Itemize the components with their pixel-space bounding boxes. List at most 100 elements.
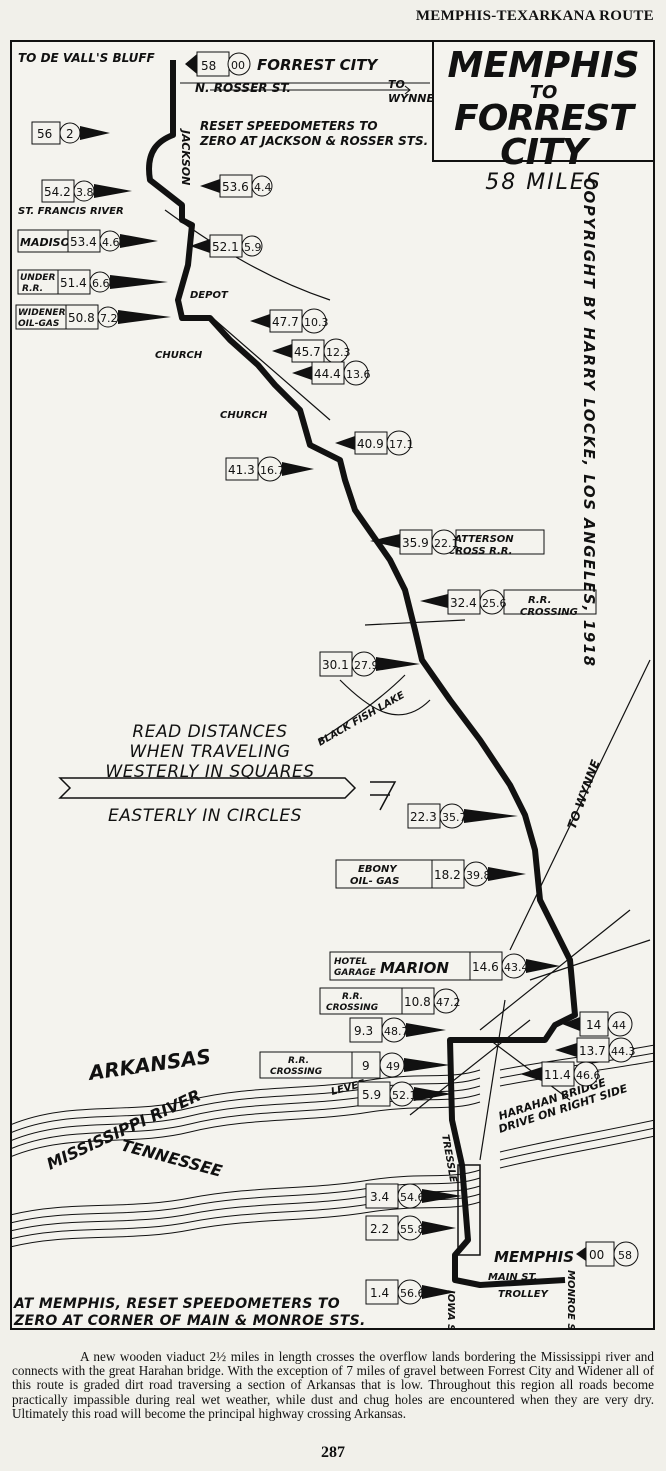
svg-text:45.7: 45.7 bbox=[294, 345, 321, 359]
svg-text:22.3: 22.3 bbox=[410, 810, 437, 824]
instructions: READ DISTANCES WHEN TRAVELING WESTERLY I… bbox=[80, 722, 340, 782]
svg-text:10.3: 10.3 bbox=[304, 316, 329, 329]
svg-text:CROSSING: CROSSING bbox=[270, 1067, 322, 1077]
svg-text:44: 44 bbox=[612, 1019, 626, 1032]
marker-53-6: 53.6 4.4 bbox=[200, 174, 273, 198]
svg-text:14.6: 14.6 bbox=[472, 960, 499, 974]
tennessee-label: TENNESSEE bbox=[119, 1136, 224, 1181]
marker-14: 14 44 bbox=[562, 1011, 633, 1037]
svg-text:1.4: 1.4 bbox=[370, 1286, 389, 1300]
instruction-line-3: WESTERLY IN SQUARES bbox=[105, 762, 315, 782]
mississippi-river bbox=[10, 1044, 655, 1248]
jackson-label: JACKSON bbox=[179, 128, 192, 185]
patterson-label-2: CROSS R.R. bbox=[448, 546, 512, 557]
svg-text:12.3: 12.3 bbox=[326, 346, 351, 359]
svg-text:7.2: 7.2 bbox=[100, 312, 118, 325]
svg-text:48.7: 48.7 bbox=[384, 1025, 409, 1038]
distance-markers: 58 00 FORREST CITY 56 2 54.2 3.8 53.6 4.… bbox=[15, 51, 639, 1305]
route-line bbox=[146, 60, 578, 1288]
marker-14-6-marion: HOTEL GARAGE MARION 14.6 43.4 bbox=[329, 951, 560, 981]
svg-text:4.6: 4.6 bbox=[102, 236, 120, 249]
marker-50-8-widener: WIDENER OIL-GAS 50.8 7.2 bbox=[15, 304, 171, 330]
svg-text:3.8: 3.8 bbox=[76, 186, 94, 199]
marker-56: 56 2 bbox=[31, 121, 110, 145]
description-paragraph: A new wooden viaduct 2½ miles in length … bbox=[12, 1349, 654, 1421]
svg-text:54.2: 54.2 bbox=[44, 185, 71, 199]
bottom-reset-note: AT MEMPHIS, RESET SPEEDOMETERS TO ZERO A… bbox=[14, 1296, 366, 1330]
svg-text:46.6: 46.6 bbox=[576, 1069, 601, 1082]
marker-30-1: 30.1 27.9 bbox=[319, 651, 420, 677]
title-box: MEMPHIS TO FORREST CITY 58 MILES bbox=[432, 40, 655, 195]
marker-54-2: 54.2 3.8 bbox=[41, 179, 132, 203]
marker-18-2-ebony: EBONY OIL- GAS 18.2 39.8 bbox=[335, 859, 526, 889]
svg-text:44.4: 44.4 bbox=[314, 367, 341, 381]
svg-text:WIDENER: WIDENER bbox=[18, 308, 66, 318]
iowa-st-label: IOWA ST. bbox=[445, 1290, 456, 1330]
svg-text:35.7: 35.7 bbox=[442, 811, 467, 824]
svg-text:9.3: 9.3 bbox=[354, 1024, 373, 1038]
marker-53-4-madison: MADISON 53.4 4.6 bbox=[17, 229, 158, 253]
title-forrest-city: FORREST CITY bbox=[454, 98, 634, 173]
church-label-1: CHURCH bbox=[155, 350, 203, 361]
svg-text:13.7: 13.7 bbox=[579, 1044, 606, 1058]
svg-text:R.R.: R.R. bbox=[342, 992, 363, 1002]
marker-45-7: 45.7 12.3 bbox=[272, 338, 351, 364]
svg-text:52.1: 52.1 bbox=[392, 1089, 417, 1102]
marker-58: 58 00 FORREST CITY bbox=[185, 51, 379, 77]
svg-text:30.1: 30.1 bbox=[322, 658, 349, 672]
marker-00-memphis: 00 58 bbox=[576, 1241, 639, 1267]
rr-crossing-label-2: CROSSING bbox=[520, 607, 578, 618]
marker-22-3: 22.3 35.7 bbox=[407, 803, 518, 829]
svg-text:55.8: 55.8 bbox=[400, 1223, 425, 1236]
svg-text:11.4: 11.4 bbox=[544, 1068, 571, 1082]
marker-40-9: 40.9 17.1 bbox=[335, 430, 414, 456]
svg-text:00: 00 bbox=[231, 59, 245, 72]
direction-arrow bbox=[58, 777, 397, 811]
marker-1-4: 1.4 56.6 bbox=[365, 1279, 456, 1305]
instruction-line-4: EASTERLY IN CIRCLES bbox=[108, 806, 302, 826]
svg-text:49: 49 bbox=[386, 1060, 400, 1073]
marker-47-7: 47.7 10.3 bbox=[250, 308, 329, 334]
svg-text:00: 00 bbox=[589, 1248, 604, 1262]
svg-text:56.6: 56.6 bbox=[400, 1287, 425, 1300]
svg-text:4.4: 4.4 bbox=[254, 181, 272, 194]
n-rosser-label: N. ROSSER ST. bbox=[195, 81, 291, 95]
bottom-note-line-2: ZERO AT CORNER OF MAIN & MONROE STS. bbox=[14, 1313, 366, 1329]
svg-text:22.1: 22.1 bbox=[434, 537, 459, 550]
instruction-line-1: READ DISTANCES bbox=[132, 722, 288, 742]
forrest-city-label: FORREST CITY bbox=[257, 56, 379, 74]
marker-41-3: 41.3 16.7 bbox=[225, 456, 314, 482]
svg-text:53.4: 53.4 bbox=[70, 235, 97, 249]
svg-text:56: 56 bbox=[37, 127, 52, 141]
svg-text:9: 9 bbox=[362, 1059, 370, 1073]
svg-text:5.9: 5.9 bbox=[362, 1088, 381, 1102]
svg-text:HOTEL: HOTEL bbox=[334, 957, 367, 967]
svg-text:17.1: 17.1 bbox=[389, 438, 414, 451]
svg-text:R.R.: R.R. bbox=[288, 1056, 309, 1066]
svg-text:EBONY: EBONY bbox=[358, 864, 398, 875]
svg-text:54.6: 54.6 bbox=[400, 1191, 425, 1204]
svg-text:2.2: 2.2 bbox=[370, 1222, 389, 1236]
svg-text:UNDER: UNDER bbox=[20, 273, 55, 283]
marker-35-9: 35.9 22.1 bbox=[370, 529, 545, 555]
marker-44-4: 44.4 13.6 bbox=[292, 360, 371, 386]
svg-text:10.8: 10.8 bbox=[404, 995, 431, 1009]
page-number: 287 bbox=[321, 1444, 345, 1461]
marker-32-4: 32.4 25.6 bbox=[420, 589, 597, 615]
title-memphis: MEMPHIS bbox=[447, 45, 640, 86]
to-label: TO bbox=[388, 78, 405, 91]
bottom-note-line-1: AT MEMPHIS, RESET SPEEDOMETERS TO bbox=[14, 1296, 340, 1312]
svg-text:47.2: 47.2 bbox=[436, 996, 461, 1009]
svg-text:18.2: 18.2 bbox=[434, 868, 461, 882]
arkansas-label: ARKANSAS bbox=[85, 1044, 212, 1085]
svg-text:2: 2 bbox=[66, 127, 74, 141]
instruction-line-2: WHEN TRAVELING bbox=[129, 742, 291, 762]
marker-9: R.R. CROSSING 9 49 bbox=[259, 1051, 450, 1079]
svg-text:41.3: 41.3 bbox=[228, 463, 255, 477]
marker-5-9: 5.9 52.1 bbox=[357, 1081, 452, 1107]
patterson-label-1: PATTERSON bbox=[448, 534, 514, 545]
reset-text-1: RESET SPEEDOMETERS TO bbox=[200, 119, 378, 133]
svg-text:GARAGE: GARAGE bbox=[334, 968, 377, 978]
rr-crossing-label-1: R.R. bbox=[528, 595, 551, 606]
svg-text:58: 58 bbox=[201, 59, 216, 73]
